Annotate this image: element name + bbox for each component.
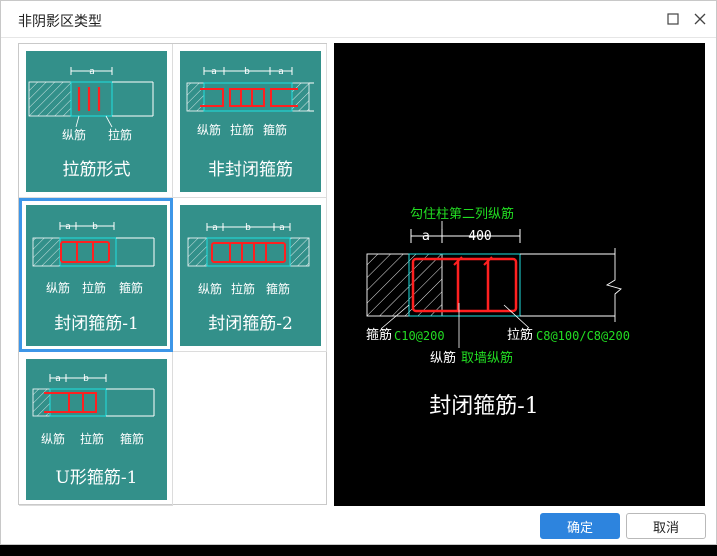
dim-a-label: a (89, 67, 95, 77)
dim-a-label: a (55, 374, 61, 384)
thumb-label-stirrup: 箍筋 (263, 122, 287, 137)
maximize-button[interactable] (661, 7, 685, 31)
preview-dim-b: 400 (468, 229, 491, 244)
dim-a-label: a (211, 67, 217, 77)
option-u-stirrup-1[interactable]: a b 纵筋 拉筋 箍筋 U形箍筋-1 (19, 352, 173, 506)
option-title: U形箍筋-1 (55, 468, 138, 488)
thumb-label-stirrup: 箍筋 (119, 280, 143, 295)
option-title: 拉筋形式 (62, 160, 131, 180)
close-icon (694, 13, 706, 25)
option-open-stirrup[interactable]: a b a 纵筋 拉筋 箍筋 非封闭箍筋 (173, 44, 327, 198)
preview-stirrup-label: 箍筋 (366, 327, 392, 343)
thumb-label-longitudinal: 纵筋 (197, 122, 221, 137)
dialog-title: 非阴影区类型 (18, 14, 102, 30)
open-stirrup-diagram: a b a 纵筋 拉筋 箍筋 (186, 67, 314, 137)
thumb-label-longitudinal: 纵筋 (46, 280, 70, 295)
thumb-label-stirrup: 箍筋 (120, 431, 144, 446)
maximize-icon (667, 13, 679, 25)
option-closed-stirrup-2[interactable]: a b a 纵筋 拉筋 箍筋 封闭箍筋-2 (173, 198, 327, 352)
thumb-label-tie: 拉筋 (108, 127, 132, 142)
preview-long-note: 取墙纵筋 (461, 350, 513, 366)
preview-stirrup-spec: C10@200 (394, 329, 445, 343)
dim-a-label: a (212, 223, 218, 233)
ok-button[interactable]: 确定 (540, 513, 620, 539)
option-thumbnail: a b 纵筋 拉筋 箍筋 U形箍筋-1 (26, 359, 167, 500)
cancel-button[interactable]: 取消 (626, 513, 706, 539)
preview-dim-a: a (422, 229, 430, 244)
dim-a-label: a (279, 223, 285, 233)
closed-stirrup-1-diagram: a b 纵筋 拉筋 箍筋 (32, 222, 155, 295)
thumb-label-stirrup: 箍筋 (266, 281, 290, 296)
option-title: 封闭箍筋-1 (54, 314, 139, 334)
dim-b-label: b (83, 374, 89, 384)
preview-diagram: 勾住柱第二列纵筋 a 400 箍筋 C10@200 拉筋 C8@100/C8@2… (366, 206, 630, 419)
option-title: 非封闭箍筋 (208, 160, 293, 180)
close-button[interactable] (688, 7, 712, 31)
option-tie-form[interactable]: a 纵筋 拉筋 拉筋形式 (19, 44, 173, 198)
thumb-label-tie: 拉筋 (231, 281, 255, 296)
thumb-label-tie: 拉筋 (80, 431, 104, 446)
preview-top-note: 勾住柱第二列纵筋 (410, 206, 514, 222)
option-closed-stirrup-1[interactable]: a b 纵筋 拉筋 箍筋 封闭箍筋-1 (19, 198, 173, 352)
preview-long-label: 纵筋 (430, 350, 456, 366)
option-thumbnail: a 纵筋 拉筋 拉筋形式 (26, 51, 167, 192)
title-bar: 非阴影区类型 (1, 1, 716, 38)
preview-panel: 勾住柱第二列纵筋 a 400 箍筋 C10@200 拉筋 C8@100/C8@2… (334, 43, 705, 506)
option-thumbnail: a b a 纵筋 拉筋 箍筋 封闭箍筋-2 (180, 205, 321, 346)
preview-title: 封闭箍筋-1 (429, 394, 538, 419)
thumb-label-tie: 拉筋 (230, 122, 254, 137)
tie-form-diagram: a 纵筋 拉筋 (28, 67, 154, 142)
dim-a-label: a (65, 222, 71, 232)
thumb-label-longitudinal: 纵筋 (198, 281, 222, 296)
thumb-label-longitudinal: 纵筋 (41, 431, 65, 446)
background-canvas (0, 545, 717, 556)
option-thumbnail: a b 纵筋 拉筋 箍筋 封闭箍筋-1 (26, 205, 167, 346)
closed-stirrup-2-diagram: a b a 纵筋 拉筋 箍筋 (187, 223, 310, 296)
u-stirrup-1-diagram: a b 纵筋 拉筋 箍筋 (32, 374, 155, 446)
option-thumbnail: a b a 纵筋 拉筋 箍筋 非封闭箍筋 (180, 51, 321, 192)
preview-tie-spec: C8@100/C8@200 (536, 329, 630, 343)
option-title: 封闭箍筋-2 (208, 314, 293, 334)
dim-b-label: b (244, 67, 250, 77)
thumb-label-longitudinal: 纵筋 (62, 127, 86, 142)
dim-a-label: a (278, 67, 284, 77)
thumb-label-tie: 拉筋 (82, 280, 106, 295)
type-gallery: a 纵筋 拉筋 拉筋形式 (18, 43, 327, 506)
dim-b-label: b (245, 223, 251, 233)
preview-tie-label: 拉筋 (507, 327, 533, 343)
dim-b-label: b (92, 222, 98, 232)
